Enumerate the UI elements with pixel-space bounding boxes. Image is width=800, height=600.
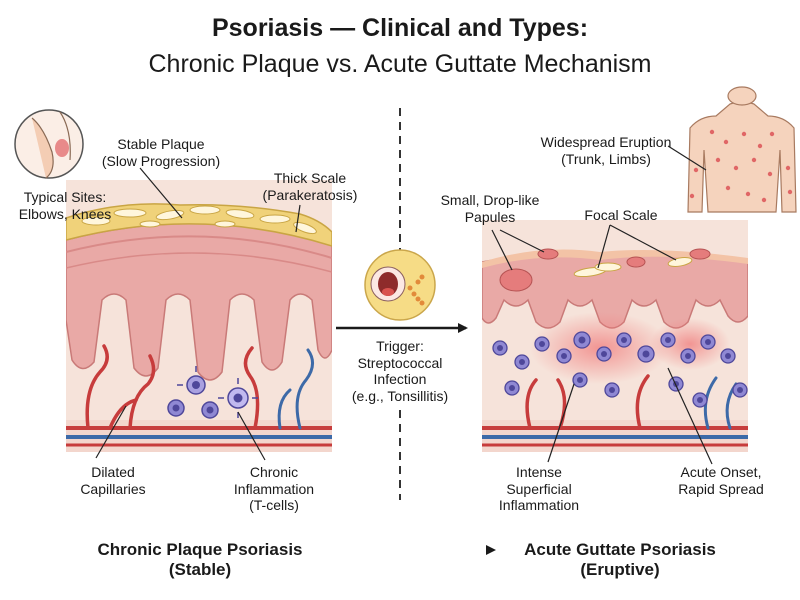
torso-inset xyxy=(687,86,797,213)
label-thick-scale: Thick Scale (Parakeratosis) xyxy=(250,170,370,203)
label-focal-scale-line1: Focal Scale xyxy=(584,207,658,223)
label-stable-plaque: Stable Plaque (Slow Progression) xyxy=(86,136,236,169)
label-trigger-line1: Trigger: xyxy=(376,338,424,354)
footer-acute-guttate-line1: Acute Guttate Psoriasis xyxy=(524,540,716,559)
label-widespread-eruption: Widespread Eruption (Trunk, Limbs) xyxy=(526,134,686,167)
label-acute-onset-line1: Acute Onset, xyxy=(680,464,762,480)
label-chronic-inflammation: Chronic Inflammation (T-cells) xyxy=(214,464,334,514)
knee-inset xyxy=(14,109,84,179)
label-intense-inflammation-line3: Inflammation xyxy=(498,497,580,514)
label-acute-onset-line2: Rapid Spread xyxy=(678,480,764,497)
label-thick-scale-line1: Thick Scale xyxy=(273,170,347,186)
title-line-2: Chronic Plaque vs. Acute Guttate Mechani… xyxy=(148,50,652,78)
label-dilated-capillaries: Dilated Capillaries xyxy=(58,464,168,497)
label-widespread-eruption-line1: Widespread Eruption xyxy=(540,134,672,150)
label-typical-sites-line1: Typical Sites: xyxy=(23,189,107,205)
label-intense-inflammation-line2: Superficial xyxy=(506,480,572,497)
label-dilated-capillaries-line1: Dilated xyxy=(91,464,135,480)
footer-acute-guttate-line2: (Eruptive) xyxy=(580,560,660,580)
footer-chronic-plaque: Chronic Plaque Psoriasis (Stable) xyxy=(70,540,330,580)
label-thick-scale-line2: (Parakeratosis) xyxy=(262,186,358,203)
label-chronic-inflammation-line2: Inflammation xyxy=(233,480,315,497)
guttate-skin-block xyxy=(482,220,748,452)
label-acute-onset: Acute Onset, Rapid Spread xyxy=(656,464,786,497)
label-intense-inflammation: Intense Superficial Inflammation xyxy=(484,464,594,514)
label-widespread-eruption-line2: (Trunk, Limbs) xyxy=(561,150,651,167)
label-stable-plaque-line1: Stable Plaque xyxy=(117,136,205,152)
label-typical-sites: Typical Sites: Elbows, Knees xyxy=(8,189,122,222)
label-chronic-inflammation-line1: Chronic xyxy=(249,464,299,480)
label-papules: Small, Drop-like Papules xyxy=(420,192,560,225)
label-typical-sites-line2: Elbows, Knees xyxy=(18,205,112,222)
label-papules-line2: Papules xyxy=(464,208,516,225)
title-line-1: Psoriasis — Clinical and Types: xyxy=(211,14,589,42)
footer-acute-guttate: Acute Guttate Psoriasis (Eruptive) xyxy=(500,540,740,580)
footer-chronic-plaque-line1: Chronic Plaque Psoriasis xyxy=(97,540,303,559)
label-chronic-inflammation-line3: (T-cells) xyxy=(249,497,299,514)
label-trigger-line4: (e.g., Tonsillitis) xyxy=(351,387,449,404)
label-intense-inflammation-line1: Intense xyxy=(516,464,562,480)
label-dilated-capillaries-line2: Capillaries xyxy=(80,480,146,497)
throat-icon xyxy=(364,249,436,321)
label-trigger-line2: Streptococcal xyxy=(357,354,443,371)
label-stable-plaque-line2: (Slow Progression) xyxy=(101,152,221,169)
label-papules-line1: Small, Drop-like xyxy=(440,192,540,208)
label-trigger-line3: Infection xyxy=(373,371,427,388)
t-cells-chronic xyxy=(167,366,258,419)
footer-chronic-plaque-line2: (Stable) xyxy=(168,560,232,580)
chronic-plaque-skin-block xyxy=(66,180,332,452)
label-focal-scale: Focal Scale xyxy=(566,207,676,224)
label-trigger: Trigger: Streptococcal Infection (e.g., … xyxy=(340,338,460,404)
